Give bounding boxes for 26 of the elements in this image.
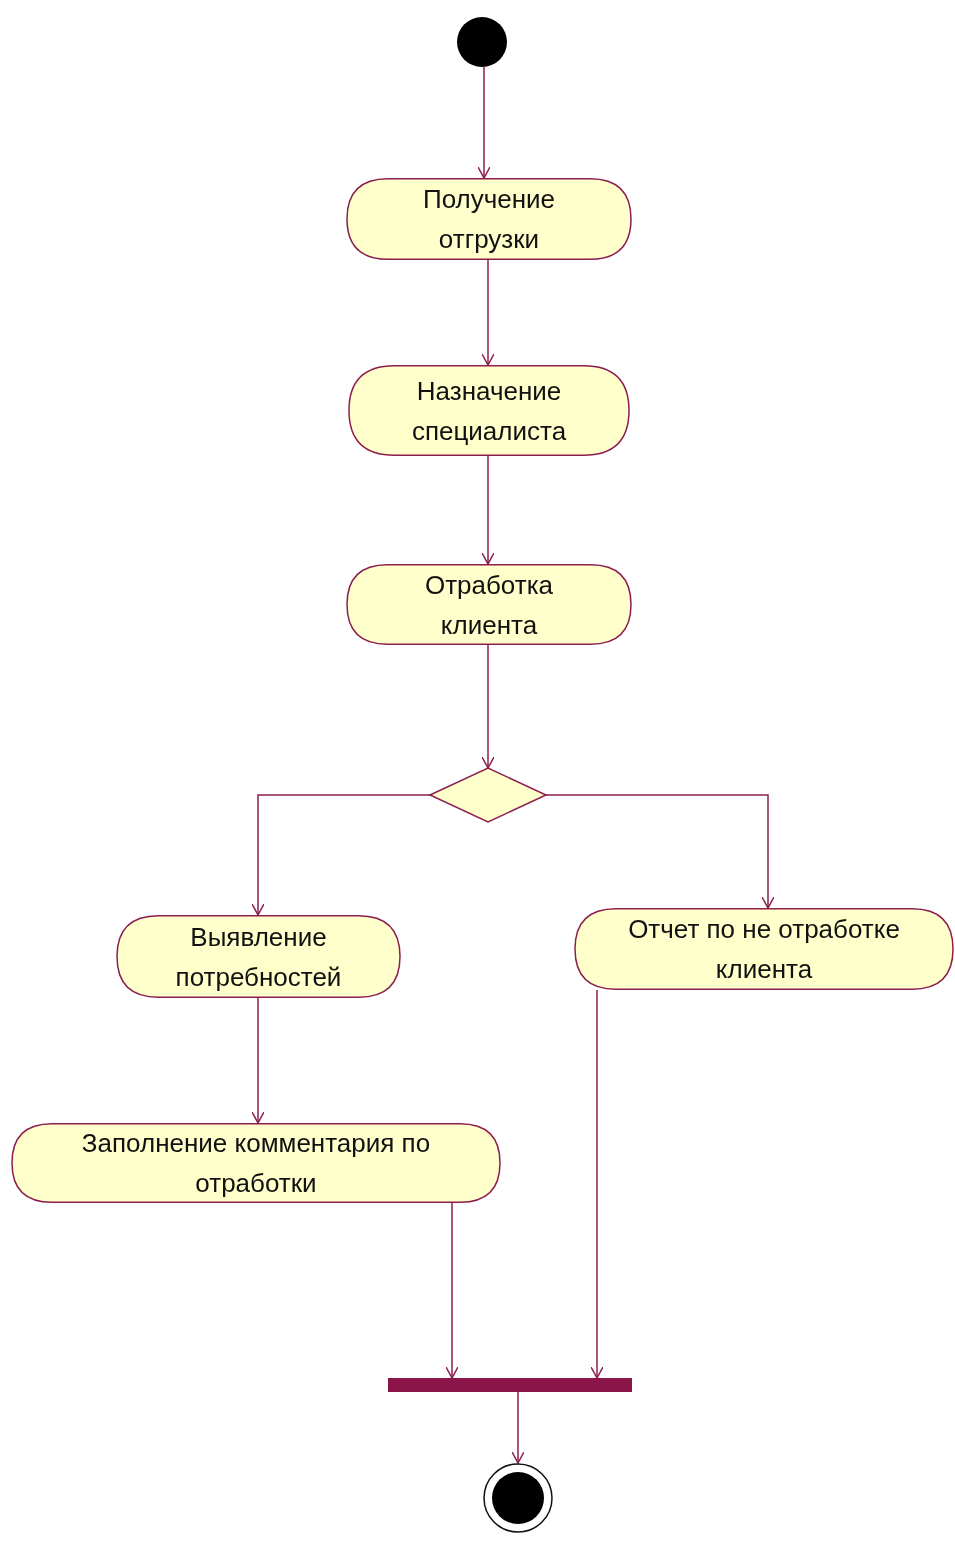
activity-box — [575, 908, 953, 990]
sync-bar — [388, 1378, 632, 1392]
activity-box — [12, 1123, 500, 1203]
activity-box — [117, 915, 400, 998]
activity-box — [349, 365, 629, 456]
end-node — [483, 1463, 553, 1533]
arrow — [481, 259, 495, 366]
activity-label: Отработка клиента — [423, 568, 555, 642]
arrow — [251, 794, 431, 916]
arrow — [477, 66, 491, 179]
arrow — [511, 1391, 525, 1464]
arrow — [590, 989, 604, 1379]
activity-label: Получение отгрузки — [421, 183, 557, 256]
activity-label: Назначение специалиста — [410, 374, 568, 448]
arrow — [251, 997, 265, 1124]
arrow — [545, 794, 775, 909]
activity-box — [347, 178, 631, 260]
arrow — [481, 644, 495, 769]
arrow — [481, 455, 495, 565]
arrow — [445, 1202, 459, 1379]
decision-diamond — [430, 768, 546, 822]
activity-box — [347, 564, 631, 645]
start-node — [457, 17, 507, 67]
activity-label: Заполнение комментария по отработки — [80, 1127, 432, 1200]
activity-label: Отчет по не отработке клиента — [627, 913, 901, 986]
activity-label: Выявление потребностей — [174, 920, 343, 994]
